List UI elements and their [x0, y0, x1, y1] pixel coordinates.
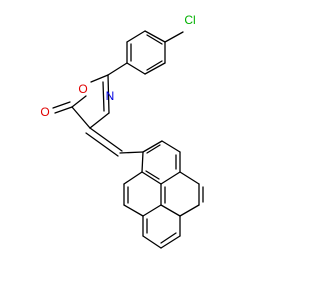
- bond: [90, 74, 109, 83]
- bond: [141, 171, 162, 185]
- bond: [164, 31, 184, 43]
- bond: [107, 62, 128, 76]
- bond: [144, 62, 166, 75]
- ring-oxygen-atom-label: O: [78, 82, 87, 96]
- bond: [54, 106, 73, 114]
- bond: [71, 95, 87, 108]
- bond: [52, 101, 71, 109]
- molecule-structure: Cl O N O: [40, 13, 204, 249]
- bond: [126, 62, 146, 75]
- carbonyl-oxygen-atom-label: O: [40, 105, 49, 119]
- bond: [144, 30, 166, 43]
- bond: [107, 74, 110, 114]
- bond: [160, 171, 181, 185]
- bond: [126, 30, 146, 43]
- bond: [161, 140, 181, 153]
- atom-label-layer: Cl O N O: [40, 13, 195, 119]
- bond: [119, 151, 144, 154]
- bond: [142, 140, 163, 153]
- bond: [179, 204, 200, 217]
- bond: [145, 170, 160, 180]
- bond: [141, 151, 144, 173]
- bond: [85, 132, 119, 157]
- chlorine-atom-label: Cl: [184, 13, 195, 27]
- bond: [71, 106, 91, 129]
- bond: [123, 171, 143, 185]
- bond: [142, 235, 162, 249]
- bond: [160, 232, 177, 244]
- bond: [89, 127, 123, 152]
- bond: [123, 204, 144, 217]
- bond: [102, 81, 105, 112]
- bond: [160, 235, 181, 249]
- bond: [89, 112, 110, 129]
- bond: [146, 34, 163, 45]
- ring-nitrogen-atom-label: N: [106, 89, 115, 103]
- bond: [160, 204, 181, 217]
- bond: [146, 144, 161, 154]
- bond: [146, 60, 163, 71]
- bond-layer: [52, 30, 204, 249]
- bond: [179, 171, 200, 185]
- bond: [142, 204, 162, 217]
